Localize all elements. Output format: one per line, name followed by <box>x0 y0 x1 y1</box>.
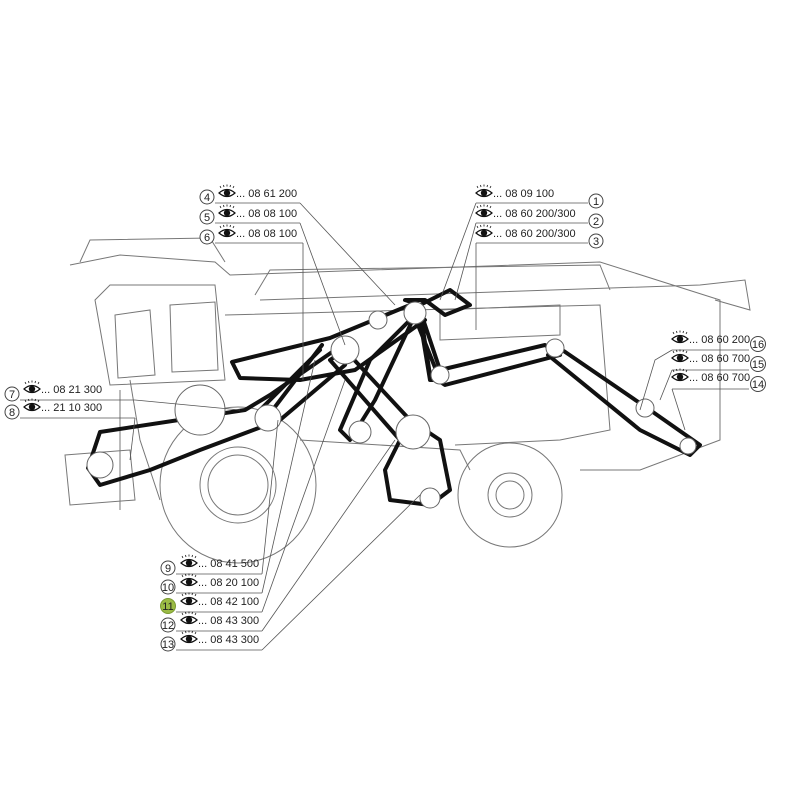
callout-number: 3 <box>593 236 599 248</box>
eye-icon <box>475 203 493 218</box>
part-code: ... 08 60 200 <box>689 334 750 346</box>
part-code: ... 08 60 200/300 <box>493 228 576 240</box>
part-code: ... 08 60 700 <box>689 372 750 384</box>
callout-number: 2 <box>593 216 599 228</box>
callout-12[interactable]: 12 ... 08 43 300 <box>160 610 262 633</box>
part-code: ... 08 42 100 <box>198 596 259 608</box>
part-code: ... 08 60 200/300 <box>493 208 576 220</box>
part-code: ... 08 43 300 <box>198 615 259 627</box>
callout-number: 5 <box>204 212 210 224</box>
eye-icon <box>180 553 198 568</box>
eye-icon <box>180 629 198 644</box>
part-code: ... 08 09 100 <box>493 188 554 200</box>
callout-16[interactable]: ... 08 60 200 16 <box>671 329 766 352</box>
combine-outline <box>64 237 751 510</box>
callout-1[interactable]: ... 08 09 100 1 <box>475 183 604 209</box>
part-code: ... 21 10 300 <box>41 402 102 414</box>
callout-number: 9 <box>165 563 171 575</box>
callout-3[interactable]: ... 08 60 200/300 3 <box>475 223 604 249</box>
callout-number: 4 <box>204 192 210 204</box>
callout-15[interactable]: ... 08 60 700 15 <box>671 348 766 372</box>
eye-icon <box>218 183 236 198</box>
callout-number: 16 <box>752 339 764 351</box>
part-code: ... 08 41 500 <box>198 558 259 570</box>
part-code: ... 08 60 700 <box>689 353 750 365</box>
leader-lines <box>129 202 686 651</box>
callout-number: 10 <box>162 582 174 594</box>
pulleys <box>86 301 697 509</box>
front-wheel <box>159 406 317 564</box>
callout-number: 14 <box>752 379 764 391</box>
callout-13[interactable]: 13 ... 08 43 300 <box>160 629 262 652</box>
part-code: ... 08 43 300 <box>198 634 259 646</box>
callout-8[interactable]: 8 ... 21 10 300 <box>4 397 135 420</box>
eye-icon <box>23 379 41 394</box>
part-code: ... 08 61 200 <box>236 188 297 200</box>
callout-2[interactable]: ... 08 60 200/300 2 <box>475 203 604 229</box>
callout-4[interactable]: 4 ... 08 61 200 <box>199 183 300 205</box>
eye-icon <box>475 183 493 198</box>
callout-number: 7 <box>9 389 15 401</box>
callout-10[interactable]: 10 ... 08 20 100 <box>160 572 262 595</box>
callout-7[interactable]: 7 ... 08 21 300 <box>4 379 135 402</box>
eye-icon <box>218 203 236 218</box>
eye-icon <box>671 329 689 344</box>
callout-number: 6 <box>204 232 210 244</box>
part-code: ... 08 21 300 <box>41 384 102 396</box>
callout-6[interactable]: 6 ... 08 08 100 <box>199 223 303 245</box>
callout-9[interactable]: 9 ... 08 41 500 <box>160 553 262 576</box>
callout-number: 8 <box>9 407 15 419</box>
callout-number: 12 <box>162 620 174 632</box>
callout-number: 11 <box>162 601 173 613</box>
eye-icon <box>180 572 198 587</box>
callout-11-highlighted[interactable]: 11 ... 08 42 100 <box>160 591 263 614</box>
eye-icon <box>475 223 493 238</box>
part-code: ... 08 08 100 <box>236 208 297 220</box>
part-code: ... 08 20 100 <box>198 577 259 589</box>
rear-wheel <box>457 442 563 548</box>
callout-14[interactable]: ... 08 60 700 14 <box>671 367 766 392</box>
callout-5[interactable]: 5 ... 08 08 100 <box>199 203 300 225</box>
callout-number: 15 <box>752 359 764 371</box>
eye-icon <box>180 610 198 625</box>
eye-icon <box>180 591 198 606</box>
part-code: ... 08 08 100 <box>236 228 297 240</box>
callout-number: 13 <box>162 639 174 651</box>
eye-icon <box>671 348 689 363</box>
eye-icon <box>218 223 236 238</box>
callout-number: 1 <box>593 196 599 208</box>
